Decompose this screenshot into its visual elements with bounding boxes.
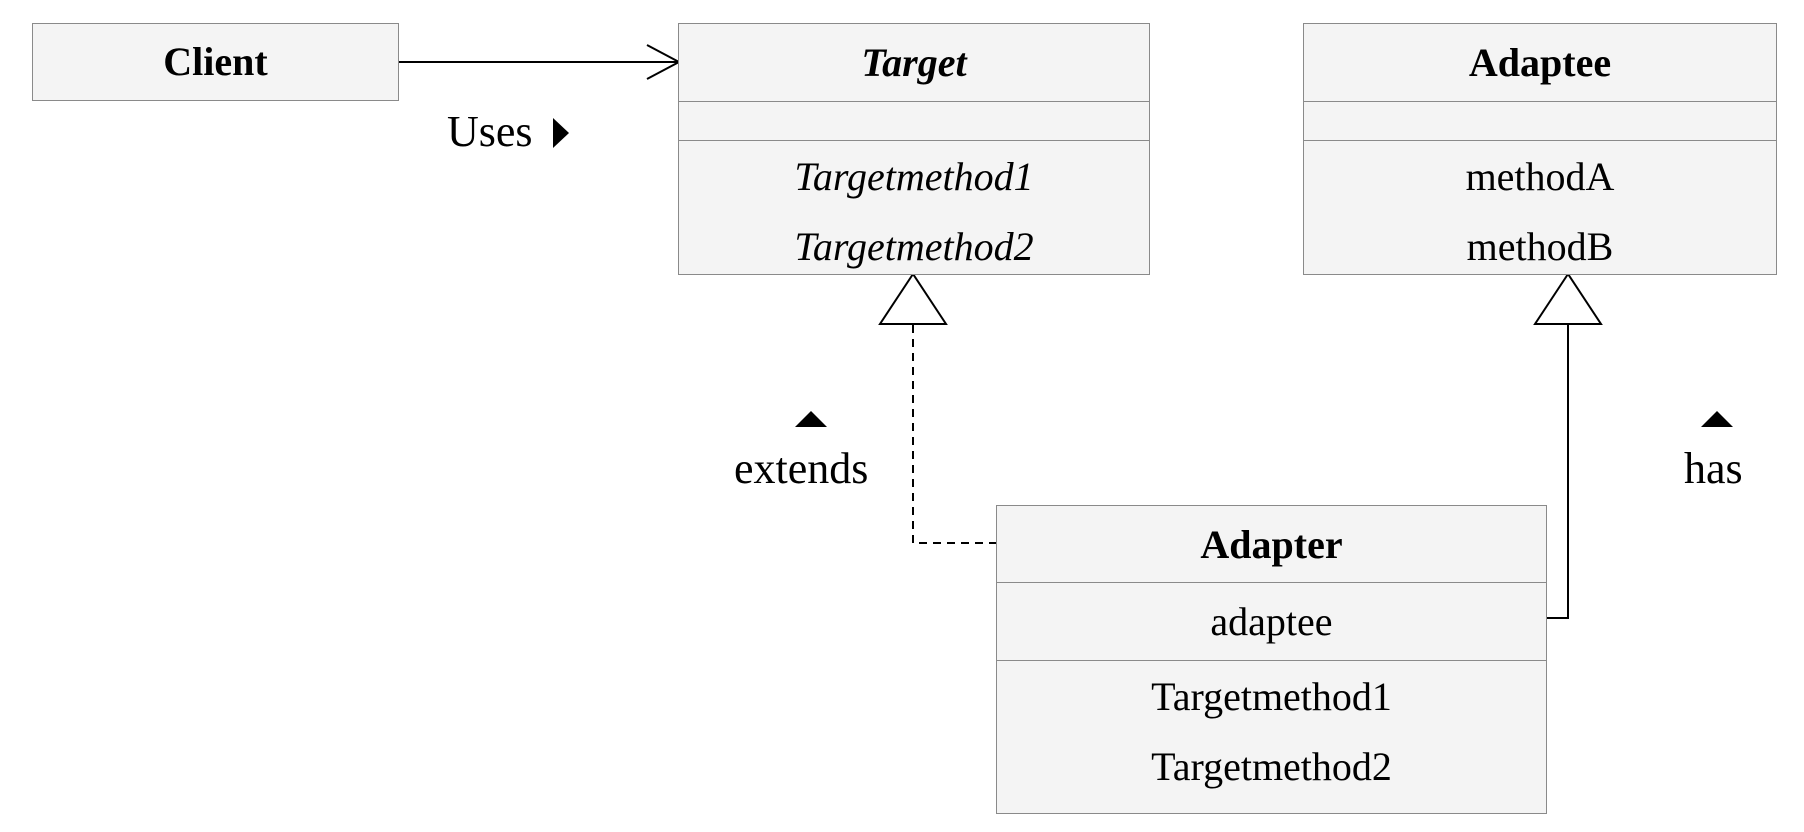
adaptee-method: methodA <box>1465 153 1615 199</box>
target-method: Targetmethod2 <box>794 223 1034 269</box>
target-class-name: Target <box>861 40 967 85</box>
adapter-class-name: Adapter <box>1200 521 1343 567</box>
adapter-attributes-section: adaptee <box>997 582 1546 660</box>
target-methods-section: Targetmethod1 Targetmethod2 <box>679 140 1149 281</box>
uses-label: Uses <box>447 106 569 157</box>
extends-realization-edge <box>878 272 997 544</box>
direction-right-icon <box>552 117 569 148</box>
adapter-methods-section: Targetmethod1 Targetmethod2 <box>997 660 1546 801</box>
adaptee-class-name: Adaptee <box>1468 40 1612 85</box>
adaptee-attributes-section <box>1304 101 1776 140</box>
adaptee-methods-section: methodA methodB <box>1304 140 1776 281</box>
uses-association-edge <box>399 44 682 80</box>
adapter-method: Targetmethod2 <box>1151 743 1392 789</box>
extends-label: extends <box>734 444 869 493</box>
uses-label-text: Uses <box>447 107 533 156</box>
target-attributes-section <box>679 101 1149 140</box>
adapter-attribute: adaptee <box>1210 598 1333 644</box>
adaptee-class[interactable]: Adaptee methodA methodB <box>1303 23 1777 275</box>
direction-up-icon <box>1701 411 1733 427</box>
adapter-method: Targetmethod1 <box>1151 673 1392 719</box>
client-class[interactable]: Client <box>32 23 399 101</box>
target-method: Targetmethod1 <box>794 153 1034 199</box>
target-class[interactable]: Target Targetmethod1 Targetmethod2 <box>678 23 1150 275</box>
client-class-name: Client <box>163 39 268 84</box>
direction-up-icon <box>795 411 827 427</box>
adaptee-method: methodB <box>1466 223 1614 269</box>
has-label: has <box>1684 444 1743 493</box>
adapter-class[interactable]: Adapter adaptee Targetmethod1 Targetmeth… <box>996 505 1547 814</box>
